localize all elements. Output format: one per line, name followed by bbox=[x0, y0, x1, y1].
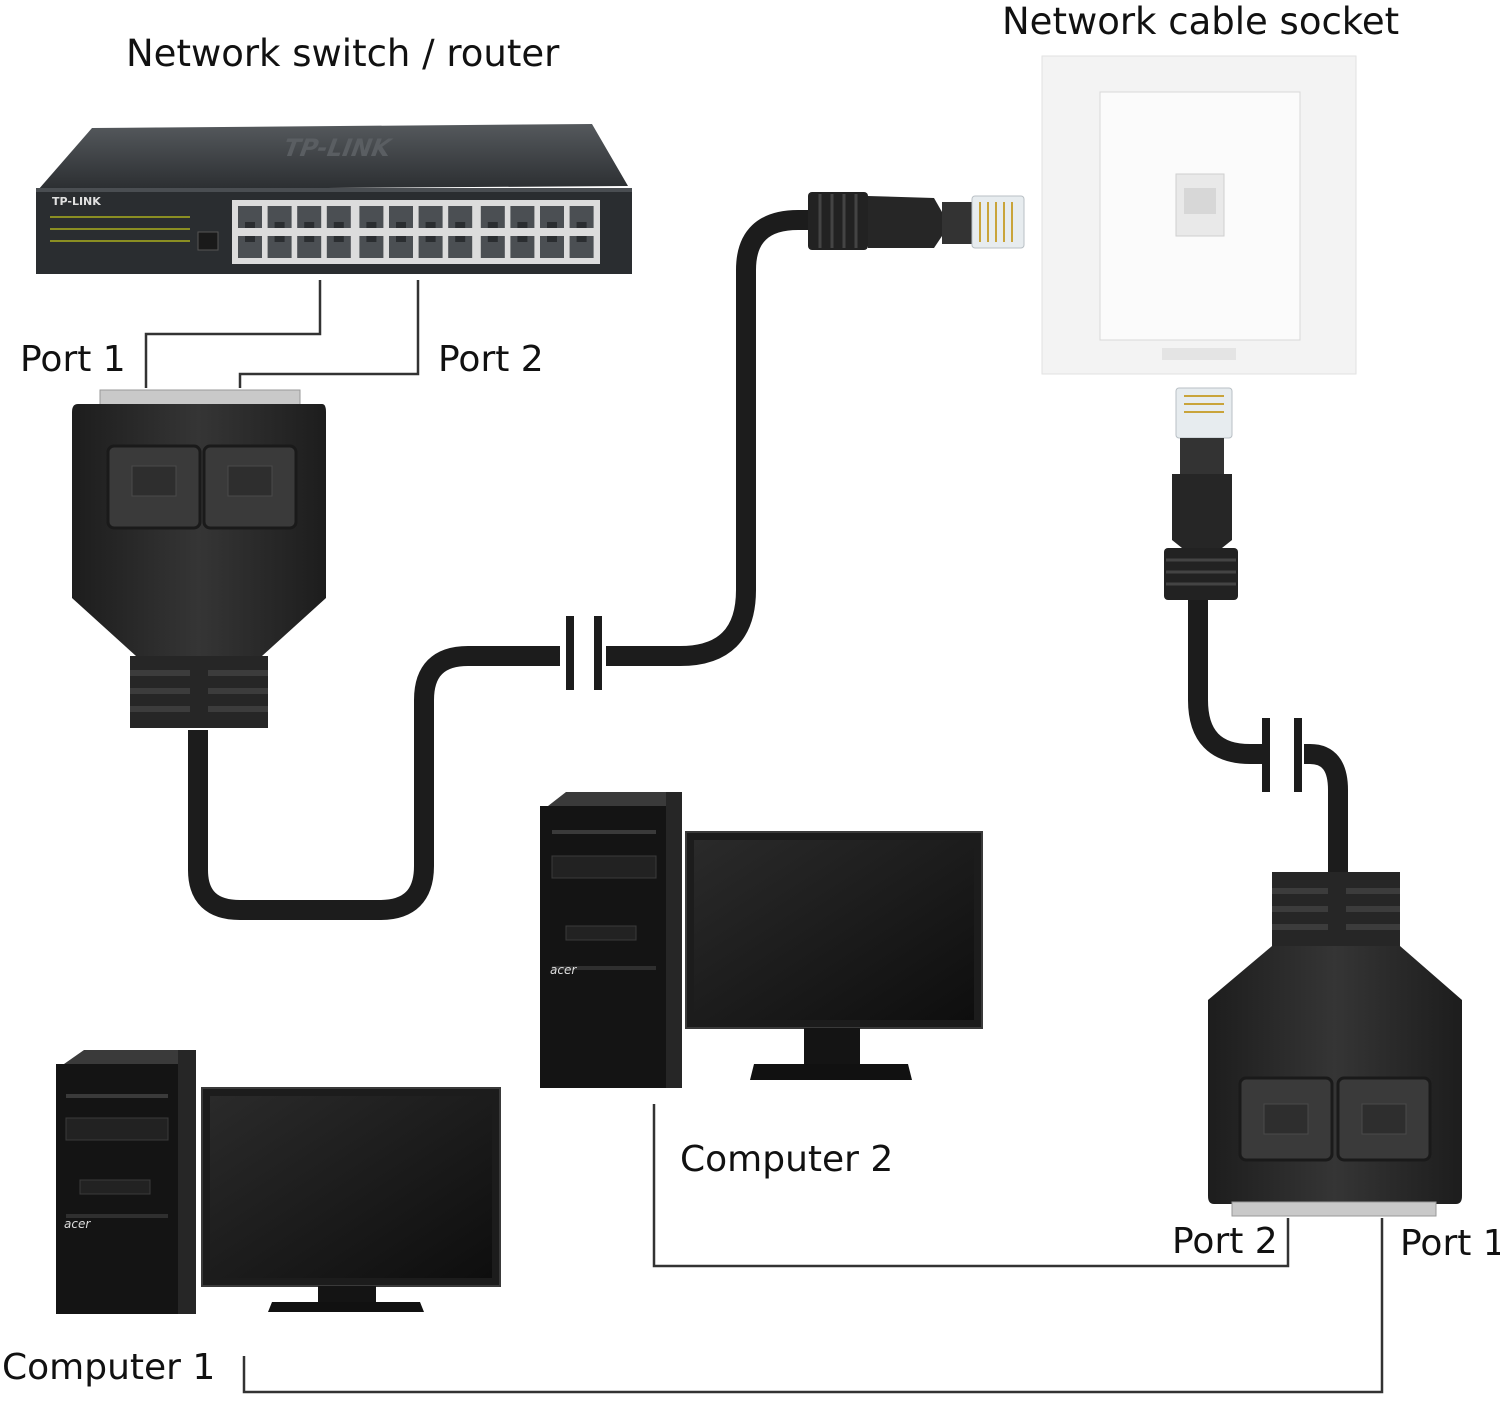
network-switch: TP-LINK TP-LINK bbox=[36, 124, 632, 274]
switch-port bbox=[326, 236, 351, 258]
rj45-plug-right bbox=[1164, 387, 1238, 600]
switch-port-notch bbox=[245, 236, 255, 242]
switch-port-notch bbox=[487, 236, 498, 242]
switch-port bbox=[297, 206, 322, 228]
switch-port bbox=[569, 206, 594, 228]
switch-title-label: Network switch / router bbox=[126, 32, 560, 75]
switch-port bbox=[267, 206, 292, 228]
switch-port bbox=[359, 206, 384, 228]
switch-port-notch bbox=[304, 236, 315, 242]
computer-1-graphic: acer bbox=[56, 1050, 501, 1314]
switch-port-notch bbox=[366, 222, 377, 228]
switch-port bbox=[418, 206, 443, 228]
socket-title-label: Network cable socket bbox=[1002, 0, 1400, 43]
switch-port-notch bbox=[274, 222, 285, 228]
switch-port-notch bbox=[517, 222, 528, 228]
cable-break-marks bbox=[566, 616, 1302, 792]
top-port1-label: Port 1 bbox=[20, 339, 126, 380]
socket-brand-plate bbox=[1162, 348, 1236, 360]
switch-port-notch bbox=[274, 236, 285, 242]
switch-port bbox=[418, 236, 443, 258]
rj45-plug-top bbox=[808, 192, 1025, 250]
switch-port-block bbox=[232, 200, 600, 264]
switch-port bbox=[238, 206, 262, 228]
switch-port bbox=[480, 236, 505, 258]
switch-port-notch bbox=[576, 236, 587, 242]
switch-port-notch bbox=[576, 222, 587, 228]
line-computer2-to-port2 bbox=[652, 1104, 1290, 1268]
switch-port bbox=[510, 236, 535, 258]
switch-port bbox=[297, 236, 322, 258]
cable-right-lower bbox=[1304, 744, 1348, 880]
line-computer1-to-port1 bbox=[242, 1218, 1384, 1394]
connection-lines bbox=[144, 280, 1384, 1394]
switch-port bbox=[326, 206, 351, 228]
cable-left-lower bbox=[188, 646, 560, 920]
switch-port-notch bbox=[245, 222, 255, 228]
pc1-brand-text: acer bbox=[64, 1217, 91, 1231]
switch-port bbox=[359, 236, 384, 258]
computer1-label: Computer 1 bbox=[2, 1347, 216, 1388]
top-port2-label: Port 2 bbox=[438, 339, 544, 380]
bottom-port2-label: Port 2 bbox=[1172, 1221, 1278, 1262]
switch-port-notch bbox=[547, 222, 557, 228]
switch-port bbox=[480, 206, 505, 228]
switch-port-notch bbox=[366, 236, 377, 242]
cable-right-upper bbox=[1188, 600, 1262, 764]
switch-port-notch bbox=[304, 222, 315, 228]
switch-port-notch bbox=[455, 222, 466, 228]
switch-brand-text: TP-LINK bbox=[52, 195, 101, 208]
switch-port-notch bbox=[517, 236, 528, 242]
computer-2-graphic: acer bbox=[540, 792, 983, 1088]
switch-port-notch bbox=[425, 222, 436, 228]
switch-port-notch bbox=[425, 236, 436, 242]
switch-port-notch bbox=[487, 222, 498, 228]
switch-port-notch bbox=[547, 236, 557, 242]
switch-status-leds bbox=[50, 216, 190, 242]
switch-port-panel bbox=[232, 200, 600, 264]
splitter-bottom-right bbox=[1208, 872, 1462, 1217]
line-port1-to-switch bbox=[144, 280, 322, 388]
switch-port bbox=[238, 236, 262, 258]
switch-port bbox=[448, 236, 473, 258]
cables bbox=[188, 210, 1348, 920]
wall-socket bbox=[1041, 55, 1357, 375]
splitter-top-left bbox=[72, 389, 326, 728]
switch-port bbox=[540, 206, 564, 228]
bottom-port1-label: Port 1 bbox=[1400, 1223, 1500, 1264]
switch-port bbox=[267, 236, 292, 258]
switch-port bbox=[389, 236, 413, 258]
switch-mode-button bbox=[197, 231, 219, 251]
switch-port bbox=[540, 236, 564, 258]
computer2-label: Computer 2 bbox=[680, 1139, 894, 1180]
switch-port-notch bbox=[455, 236, 466, 242]
switch-port-notch bbox=[333, 236, 344, 242]
cable-left-upper bbox=[606, 210, 812, 666]
svg-text:TP-LINK: TP-LINK bbox=[279, 134, 396, 162]
switch-port-notch bbox=[333, 222, 344, 228]
switch-port-notch bbox=[396, 236, 406, 242]
switch-port bbox=[510, 206, 535, 228]
switch-port-notch bbox=[396, 222, 406, 228]
switch-port bbox=[448, 206, 473, 228]
switch-port bbox=[569, 236, 594, 258]
pc2-brand-text: acer bbox=[550, 963, 577, 977]
line-port2-to-switch bbox=[238, 280, 420, 388]
switch-port bbox=[389, 206, 413, 228]
